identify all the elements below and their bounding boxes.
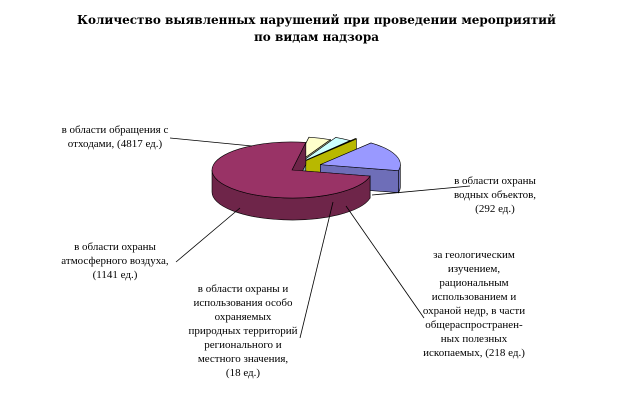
leader-line-water [371,185,471,196]
slice-waste-top [211,141,371,199]
label-protected-line-4: природных территорий [188,325,298,337]
label-air-line-3: (1141 ед.) [92,269,138,281]
label-waste-line-1: в области обращения с [61,124,169,136]
label-protected: в области охраны и использования особо о… [178,282,308,380]
label-subsoil-line-5: охраной недр, в части [422,305,526,317]
label-subsoil-line-3: рациональным [439,277,509,289]
label-water: в области охраны водных объектов, (292 е… [440,174,550,216]
leader-line-air [175,207,241,263]
label-protected-line-1: в области охраны и [197,283,289,295]
chart-title-line-2: по видам надзора [254,30,379,44]
label-waste-line-2: отходами, (4817 ед.) [67,138,163,150]
label-water-line-1: в области охраны [454,175,536,187]
slice-subsoil-top [300,137,351,163]
label-subsoil-line-8: ископаемых, (218 ед.) [423,347,525,359]
label-air-line-2: атмосферного воздуха, [61,255,169,267]
label-air: в области охраны атмосферного воздуха, (… [40,240,190,282]
label-water-line-2: водных объектов, [453,189,537,201]
slice-air-top [320,142,401,172]
label-protected-line-7: (18 ед.) [225,367,261,379]
label-subsoil-line-7: ных полезных [440,333,508,345]
slice-protected-top [305,138,358,161]
label-protected-line-2: использования особо [193,297,293,309]
label-waste: в области обращения с отходами, (4817 ед… [30,123,200,151]
label-water-line-3: (292 ед.) [475,203,515,215]
leader-line-protected [299,201,334,339]
label-protected-line-6: местного значения, [197,353,289,365]
label-subsoil-line-2: изучением, [447,263,501,275]
label-subsoil-line-6: общераспространен- [425,319,523,331]
slice-waste [211,141,371,221]
label-protected-line-5: регионального и [204,339,282,351]
label-subsoil: за геологическим изучением, рациональным… [404,248,544,360]
label-subsoil-line-4: использованием и [431,291,517,303]
chart-title-line-1: Количество выявленных нарушений при пров… [77,13,556,27]
label-air-line-1: в области охраны [74,241,156,253]
label-subsoil-line-1: за геологическим [433,249,515,261]
label-protected-line-3: охраняемых [214,311,272,323]
leader-line-waste [169,137,253,147]
chart-title: Количество выявленных нарушений при пров… [0,12,633,46]
leader-line-subsoil [345,205,425,319]
